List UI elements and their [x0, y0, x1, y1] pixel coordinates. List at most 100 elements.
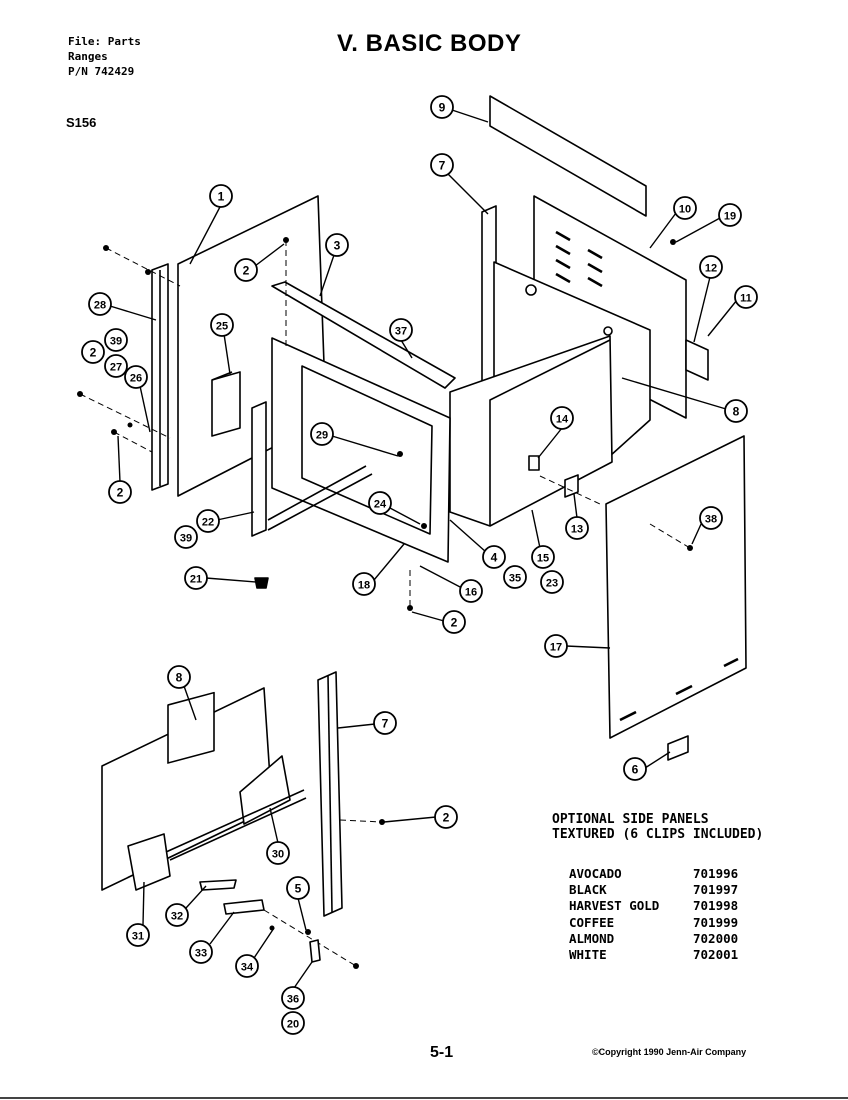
callout-circle: [184, 566, 208, 590]
callout-number: 12: [705, 263, 717, 275]
callout-number: 1: [218, 190, 225, 204]
callout-circle: [459, 579, 483, 603]
callout-34: 34: [235, 954, 259, 978]
part-number: 702001: [693, 947, 739, 963]
callout-22: 22: [196, 509, 220, 533]
color-name: COFFEE: [569, 914, 615, 930]
optional-panels-heading: OPTIONAL SIDE PANELS TEXTURED (6 CLIPS I…: [552, 812, 763, 842]
callout-circle: [104, 354, 128, 378]
part-number: 701996: [693, 866, 739, 881]
callout-number: 2: [443, 811, 450, 825]
callout-number: 15: [537, 553, 549, 565]
callout-31: 31: [126, 923, 150, 947]
callout-21: 21: [184, 566, 208, 590]
callout-27: 27: [104, 354, 128, 378]
callout-8: 8: [167, 665, 191, 689]
callout-11: 11: [734, 285, 758, 309]
part-30-bracket: [239, 755, 291, 825]
callout-number: 31: [132, 931, 144, 943]
callout-circle: [368, 491, 392, 515]
callout-circle: [673, 196, 697, 220]
callout-number: 37: [395, 326, 407, 338]
header-file: File: Parts: [68, 35, 141, 48]
callout-circle: [124, 365, 148, 389]
callout-circle: [699, 506, 723, 530]
part-22-front-strip: [251, 401, 267, 537]
callout-32: 32: [165, 903, 189, 927]
part-31-bracket: [127, 833, 171, 891]
callout-number: 9: [439, 101, 446, 115]
callout-number: 35: [509, 573, 521, 585]
callout-16: 16: [459, 579, 483, 603]
color-name: AVOCADO: [569, 866, 622, 881]
callout-number: 30: [272, 849, 284, 861]
part-8-hole-2: [603, 326, 613, 336]
callout-circle: [503, 565, 527, 589]
callout-5: 5: [286, 876, 310, 900]
callout-number: 11: [740, 293, 752, 305]
callout-circle: [325, 233, 349, 257]
callout-circle: [734, 285, 758, 309]
callout-number: 8: [733, 405, 740, 419]
callout-circle: [430, 95, 454, 119]
color-name: WHITE: [569, 947, 607, 963]
callout-1: 1: [209, 184, 233, 208]
callout-circle: [266, 841, 290, 865]
assembly-lines: [79, 240, 691, 608]
callout-number: 16: [465, 587, 477, 599]
color-name: HARVEST GOLD: [569, 898, 660, 914]
callout-39: 39: [174, 525, 198, 549]
callout-2: 2: [442, 610, 466, 634]
callout-circle: [210, 313, 234, 337]
part-number: 702000: [693, 930, 739, 946]
document-header: File: Parts Ranges P/N 742429: [68, 34, 141, 79]
callout-10: 10: [673, 196, 697, 220]
lower-rail-2: [169, 797, 307, 861]
callout-number: 7: [382, 717, 389, 731]
lower-rail-1: [165, 789, 305, 853]
callout-number: 32: [171, 911, 183, 923]
callout-9: 9: [430, 95, 454, 119]
callout-number: 6: [632, 763, 639, 777]
part-6-clip: [667, 735, 689, 761]
callout-17: 17: [544, 634, 568, 658]
callout-24: 24: [368, 491, 392, 515]
part-21-leveler: [254, 577, 269, 589]
callout-number: 23: [546, 578, 558, 590]
page-title: V. BASIC BODY: [337, 30, 522, 57]
list-item: AVOCADO 701996: [569, 866, 738, 882]
callout-circle: [550, 406, 574, 430]
part-number: 701997: [693, 882, 739, 898]
callout-2: 2: [81, 340, 105, 364]
callout-2: 2: [234, 258, 258, 282]
callout-number: 20: [287, 1019, 299, 1031]
part-14-clip: [528, 455, 540, 471]
part-8-cutout: [167, 691, 215, 764]
callout-circle: [310, 422, 334, 446]
part-number: 701998: [693, 898, 739, 914]
callout-8: 8: [724, 399, 748, 423]
part-9-top-panel: [489, 95, 647, 217]
callout-number: 39: [180, 533, 192, 545]
callout-circle: [373, 711, 397, 735]
callout-circle: [108, 480, 132, 504]
callout-30: 30: [266, 841, 290, 865]
part-36-spring: [309, 939, 321, 963]
callout-number: 5: [295, 882, 302, 896]
callout-19: 19: [718, 203, 742, 227]
callout-circle: [165, 903, 189, 927]
callout-circle: [281, 1011, 305, 1035]
assembly-lines-lower: [263, 819, 383, 967]
part-3-top-rail: [271, 281, 456, 389]
callout-23: 23: [540, 570, 564, 594]
callout-circle: [167, 665, 191, 689]
callout-number: 28: [94, 300, 106, 312]
callout-number: 4: [491, 551, 498, 565]
callout-number: 22: [202, 517, 214, 529]
callout-number: 14: [556, 414, 569, 426]
callout-29: 29: [310, 422, 334, 446]
color-name: BLACK: [569, 882, 607, 898]
callout-circle: [434, 805, 458, 829]
